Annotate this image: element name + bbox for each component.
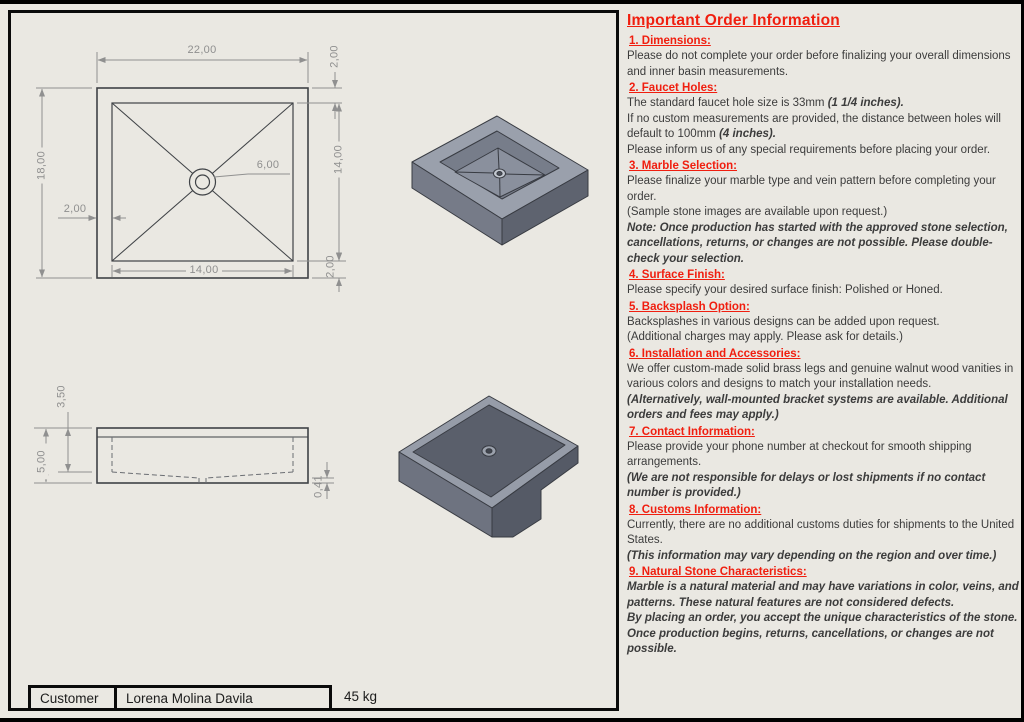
order-info-item-dimensions: 1. Dimensions: Please do not complete yo… xyxy=(627,33,1021,80)
order-info-item-stone-characteristics: 9. Natural Stone Characteristics: Marble… xyxy=(627,564,1021,658)
drawing-frame xyxy=(8,10,619,711)
page-border-bottom xyxy=(0,718,1024,722)
order-info-heading: 2. Faucet Holes: xyxy=(629,82,718,94)
dim-bottom-thickness-label: 0,41 xyxy=(312,475,325,498)
order-info-text: Please finalize your marble type and vei… xyxy=(627,175,996,203)
order-info-heading: 5. Backsplash Option: xyxy=(629,300,750,313)
dim-basin-inner-depth-label: 3,50 xyxy=(55,385,68,408)
order-info-body: Please provide your phone number at chec… xyxy=(627,440,1021,502)
order-info-heading: 3. Marble Selection: xyxy=(629,160,738,172)
order-info-title: Important Order Information xyxy=(627,12,840,29)
order-info-paragraph: Please specify your desired surface fini… xyxy=(627,283,1021,299)
order-info-body: Please finalize your marble type and vei… xyxy=(627,174,1021,267)
order-info-heading: 8. Customs Information: xyxy=(629,503,762,516)
order-info-paragraph: If no custom measurements are provided, … xyxy=(627,112,1021,143)
order-info-paragraph: (We are not responsible for delays or lo… xyxy=(627,471,1021,502)
order-info-text: Please do not complete your order before… xyxy=(627,50,1011,78)
order-info-item-customs: 8. Customs Information: Currently, there… xyxy=(627,502,1021,565)
order-info-text: We offer custom-made solid brass legs an… xyxy=(627,362,1014,391)
order-info-paragraph: Marble is a natural material and may hav… xyxy=(627,580,1021,611)
order-info-body: The standard faucet hole size is 33mm (1… xyxy=(627,96,1021,158)
order-info-text: (Additional charges may apply. Please as… xyxy=(627,331,903,343)
order-info-text: Currently, there are no additional custo… xyxy=(627,518,1015,547)
dim-overall-depth-label: 18,00 xyxy=(35,147,49,184)
dim-rim-bottom-label: 2,00 xyxy=(324,255,337,278)
order-info-text: (1 1/4 inches). xyxy=(827,97,904,109)
order-info-text: By placing an order, you accept the uniq… xyxy=(627,612,1018,655)
order-info-text: Marble is a natural material and may hav… xyxy=(627,581,1019,609)
order-info-paragraph: (Alternatively, wall-mounted bracket sys… xyxy=(627,393,1021,424)
order-info-text: Please inform us of any special requirem… xyxy=(627,143,991,156)
dim-overall-width-label: 22,00 xyxy=(187,44,217,56)
order-info-paragraph: Please do not complete your order before… xyxy=(627,49,1021,80)
order-info-text: Backsplashes in various designs can be a… xyxy=(627,315,940,328)
order-info-body: Please specify your desired surface fini… xyxy=(627,283,1021,299)
order-info-paragraph: Backsplashes in various designs can be a… xyxy=(627,315,1021,331)
order-info-paragraph: Please finalize your marble type and vei… xyxy=(627,174,1021,205)
order-info-paragraph: By placing an order, you accept the uniq… xyxy=(627,611,1021,658)
order-info-heading: 1. Dimensions: xyxy=(629,35,711,47)
order-info-paragraph: (This information may vary depending on … xyxy=(627,549,1021,565)
order-info-item-contact: 7. Contact Information: Please provide y… xyxy=(627,424,1021,502)
order-info-paragraph: Currently, there are no additional custo… xyxy=(627,518,1021,549)
order-info-text: Please specify your desired surface fini… xyxy=(627,284,943,296)
order-info-paragraph: (Sample stone images are available upon … xyxy=(627,205,1021,221)
order-info-item-surface-finish: 4. Surface Finish: Please specify your d… xyxy=(627,267,1021,299)
order-info-heading: 9. Natural Stone Characteristics: xyxy=(629,566,807,578)
order-info-body: Backsplashes in various designs can be a… xyxy=(627,315,1021,346)
title-block-customer-name: Lorena Molina Davila xyxy=(114,685,332,711)
title-block-customer-label: Customer xyxy=(28,685,117,711)
order-info-paragraph: Note: Once production has started with t… xyxy=(627,221,1021,268)
order-info-paragraph: Please provide your phone number at chec… xyxy=(627,440,1021,471)
dim-drain-diameter-label: 6,00 xyxy=(256,159,280,171)
weight-value: 45 kg xyxy=(344,689,378,704)
dim-rim-top-label: 2,00 xyxy=(328,45,341,68)
order-info-heading: 4. Surface Finish: xyxy=(629,269,725,281)
dim-basin-width-label: 14,00 xyxy=(186,264,222,277)
order-info-panel: Important Order Information 1. Dimension… xyxy=(627,12,1021,658)
order-info-paragraph: We offer custom-made solid brass legs an… xyxy=(627,362,1021,393)
page-border-top xyxy=(0,0,1024,4)
page-border-right xyxy=(1021,0,1024,722)
order-info-text: The standard faucet hole size is 33mm xyxy=(627,97,828,109)
order-info-text: (This information may vary depending on … xyxy=(627,549,997,562)
order-info-body: Currently, there are no additional custo… xyxy=(627,518,1021,565)
order-info-paragraph: The standard faucet hole size is 33mm (1… xyxy=(627,96,1021,112)
order-info-body: Marble is a natural material and may hav… xyxy=(627,580,1021,658)
dim-overall-height-label: 5,00 xyxy=(35,443,49,480)
order-info-text: If no custom measurements are provided, … xyxy=(627,112,1001,141)
order-info-heading: 7. Contact Information: xyxy=(629,425,755,438)
order-info-text: (4 inches). xyxy=(719,128,776,140)
order-info-item-installation: 6. Installation and Accessories: We offe… xyxy=(627,346,1021,424)
order-info-heading: 6. Installation and Accessories: xyxy=(629,347,801,360)
order-info-item-marble-selection: 3. Marble Selection: Please finalize you… xyxy=(627,158,1021,267)
dim-basin-depth-label: 14,00 xyxy=(332,141,346,178)
order-info-text: Note: Once production has started with t… xyxy=(627,221,1008,265)
order-info-text: (Alternatively, wall-mounted bracket sys… xyxy=(627,393,1008,422)
order-info-paragraph: (Additional charges may apply. Please as… xyxy=(627,330,1021,346)
order-info-text: (We are not responsible for delays or lo… xyxy=(627,471,986,500)
order-info-text: (Sample stone images are available upon … xyxy=(627,206,888,218)
order-info-paragraph: Please inform us of any special requirem… xyxy=(627,143,1021,159)
order-info-text: Please provide your phone number at chec… xyxy=(627,440,972,469)
dim-rim-left-label: 2,00 xyxy=(63,203,87,215)
order-info-body: Please do not complete your order before… xyxy=(627,49,1021,80)
order-info-body: We offer custom-made solid brass legs an… xyxy=(627,362,1021,424)
order-info-item-backsplash: 5. Backsplash Option: Backsplashes in va… xyxy=(627,299,1021,346)
order-info-item-faucet-holes: 2. Faucet Holes: The standard faucet hol… xyxy=(627,80,1021,158)
